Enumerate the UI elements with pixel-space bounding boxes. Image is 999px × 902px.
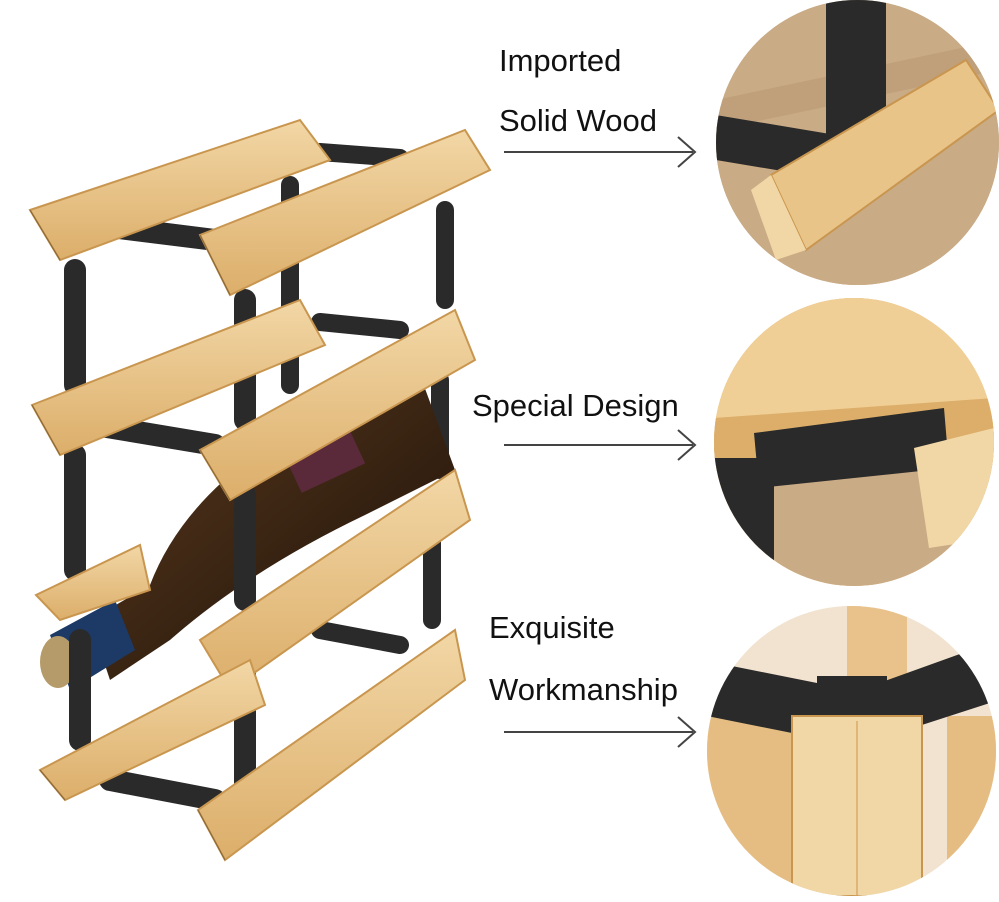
- wine-rack-image: [28, 118, 492, 862]
- feature-1-detail-image: [716, 0, 999, 285]
- feature-2-line-1: Special Design: [472, 388, 679, 423]
- feature-3-line-2: Workmanship: [489, 672, 678, 707]
- feature-1-arrow-icon: [504, 136, 697, 168]
- feature-3-arrow-icon: [504, 716, 697, 748]
- feature-1-line-2: Solid Wood: [499, 103, 657, 138]
- feature-2-arrow-icon: [504, 429, 697, 461]
- feature-2-detail-image: [714, 298, 994, 586]
- feature-3-line-1: Exquisite: [489, 610, 615, 645]
- feature-1-line-1: Imported: [499, 43, 622, 78]
- feature-3-detail-image: [707, 606, 996, 896]
